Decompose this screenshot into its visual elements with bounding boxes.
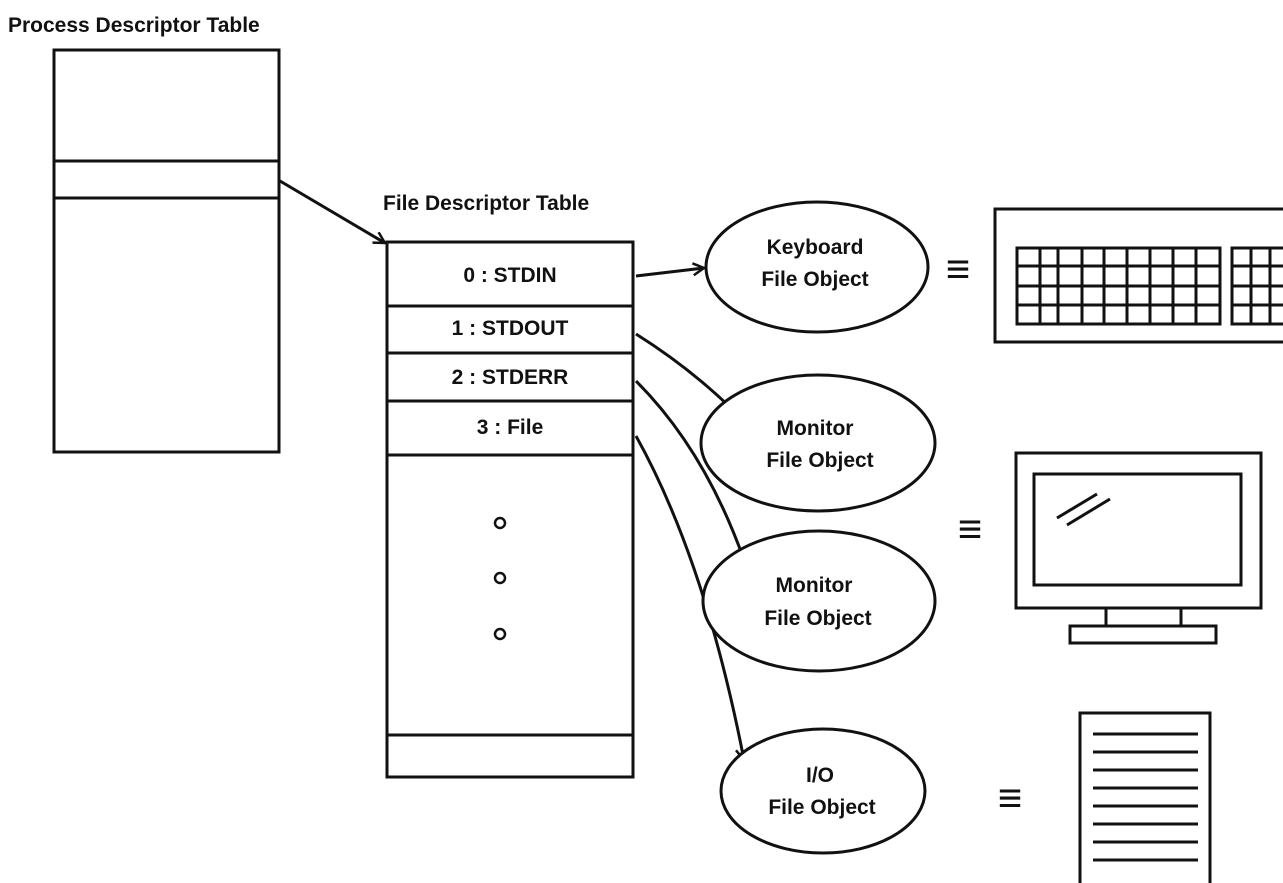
- svg-text:Keyboard: Keyboard: [767, 236, 864, 259]
- process-to-fd-arrow: [279, 179, 385, 243]
- process-descriptor-table: [52, 48, 281, 454]
- svg-text:File Object: File Object: [764, 607, 871, 630]
- equivalence-symbol-keyboard: ≡: [946, 245, 971, 292]
- fd-entry-stdout: 1 : STDOUT: [452, 317, 569, 340]
- svg-text:File Object: File Object: [768, 796, 875, 819]
- fd-entry-file: 3 : File: [477, 416, 544, 439]
- fd-entry-stdin: 0 : STDIN: [463, 264, 556, 287]
- svg-text:Monitor: Monitor: [777, 417, 854, 440]
- stdin-arrow: [635, 268, 704, 278]
- fd-table-title: File Descriptor Table: [383, 192, 589, 215]
- file-descriptor-table: [385, 240, 635, 779]
- svg-text:File Object: File Object: [766, 449, 873, 472]
- keyboard-icon: [993, 207, 1283, 344]
- svg-text:File Object: File Object: [761, 268, 868, 291]
- equivalence-symbol-monitor: ≡: [958, 505, 983, 552]
- stdout-arrow: [635, 332, 733, 410]
- monitor-icon: [1014, 451, 1263, 645]
- io-file-object: I/O File Object: [719, 727, 927, 855]
- monitor-file-object-2: Monitor File Object: [701, 529, 937, 673]
- equivalence-symbol-io: ≡: [998, 774, 1023, 821]
- file-arrow: [634, 435, 744, 760]
- keyboard-file-object: Keyboard File Object: [704, 200, 930, 334]
- stderr-arrow: [634, 379, 744, 560]
- svg-text:Monitor: Monitor: [776, 574, 853, 597]
- svg-text:I/O: I/O: [806, 764, 834, 787]
- document-icon: [1078, 711, 1212, 883]
- fd-entry-stderr: 2 : STDERR: [452, 366, 569, 389]
- monitor-file-object-1: Monitor File Object: [699, 373, 937, 513]
- ellipsis-dots: [493, 516, 507, 641]
- process-table-title: Process Descriptor Table: [8, 14, 260, 37]
